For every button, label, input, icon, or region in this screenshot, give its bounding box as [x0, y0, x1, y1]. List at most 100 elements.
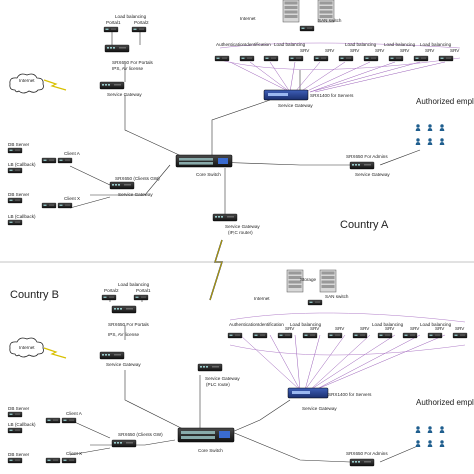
client-a-label: Client A: [64, 151, 81, 156]
row-label: Load balancing: [384, 42, 416, 47]
srv-label: SRV: [325, 48, 335, 53]
servers-gateway-icon: [263, 89, 309, 101]
client-a-icon: [57, 157, 73, 164]
servers-gateway-label: Service Gateway: [302, 406, 337, 411]
authorized-employees-label: Authorized employees: [416, 398, 474, 407]
srv-label: SRV: [285, 326, 295, 331]
srv-label: SRV: [360, 326, 370, 331]
san-switch-icon: [307, 299, 323, 306]
row-label: Authentication: [216, 42, 246, 47]
srv-label: SRV: [310, 326, 320, 331]
client-a-label: Client A: [66, 411, 83, 416]
client-x-icon: [61, 457, 77, 464]
row-label: Load balancing: [420, 322, 452, 327]
srv-label: SRV: [450, 48, 460, 53]
router-gateway-icon: [197, 363, 223, 372]
portals-device-label: SRX650 For Portals: [108, 322, 150, 327]
srv-label: SRV: [385, 326, 395, 331]
row-label: Load balancing: [420, 42, 452, 47]
san-switch-label: SAN switch: [318, 18, 342, 23]
client-x-label: Client X: [66, 451, 82, 456]
country-b-region: Country B Interne: [7, 269, 474, 467]
lb-callback-label: LB (Callback): [8, 214, 36, 219]
country-b-title: Country B: [10, 289, 59, 301]
portal-server-icon: [101, 294, 117, 301]
portals-gateway-label: Service Gateway: [107, 92, 142, 97]
load-balancer-icon: [111, 305, 137, 314]
portals-license-label: IPS, AV license: [108, 332, 140, 337]
lb-callback-icon: [7, 167, 23, 174]
srv-label: SRV: [425, 48, 435, 53]
row-label: Load balancing: [345, 42, 377, 47]
row-label: Authentication: [229, 322, 259, 327]
db-server-label: DB Server: [8, 142, 30, 147]
row-label: Load balancing: [274, 42, 306, 47]
country-a-server-row: [214, 55, 454, 62]
router-gateway-label: Service Gateway: [225, 224, 260, 229]
db-server-label: DB Server: [8, 452, 30, 457]
country-a-links: [69, 32, 421, 215]
router-sub-label: (IP,C router): [228, 230, 253, 235]
lb-callback-label: LB (Callback): [8, 162, 36, 167]
storage-label: Storage: [300, 277, 317, 282]
portal-server-icon: [103, 26, 119, 33]
load-balancer-icon: [104, 44, 130, 53]
client-x-label: Client X: [64, 196, 80, 201]
portals-gateway-icon: [99, 351, 125, 360]
core-switch-icon: [175, 154, 233, 168]
employees-icon: [415, 124, 445, 145]
client-a-icon: [41, 157, 57, 164]
clients-gateway-icon: [109, 181, 135, 190]
client-a-icon: [45, 417, 61, 424]
servers-device-label: SRX1400 for Servers: [310, 93, 354, 98]
clients-device-label: SRX650 (Clients GW): [118, 432, 163, 437]
admins-gateway-icon: [349, 458, 375, 467]
srv-label: SRV: [455, 326, 465, 331]
storage-rack-icon: [282, 0, 300, 23]
row-label: Identification: [258, 322, 284, 327]
admins-device-label: SRX650 For Admins: [346, 154, 388, 159]
portals-device-label: SRX650 For Portals: [112, 60, 154, 65]
row-label: Load balancing: [372, 322, 404, 327]
client-x-icon: [57, 202, 73, 209]
router-gateway-label: Service Gateway: [205, 376, 240, 381]
servers-device-label: SRX1400 for Servers: [328, 392, 372, 397]
lb-callback-icon: [7, 427, 23, 434]
srv-label: SRV: [300, 48, 310, 53]
load-balancing-label: Load balancing: [118, 282, 150, 287]
portal-server-icon: [133, 294, 149, 301]
portals-gateway-label: Service Gateway: [106, 362, 141, 367]
country-b-server-row: [227, 332, 468, 339]
portal-a-label: Portal2: [104, 288, 119, 293]
portal-a-label: Portal1: [106, 20, 121, 25]
client-a-icon: [61, 417, 77, 424]
router-sub-label: (PLC route): [206, 382, 230, 387]
portals-license-label: IPS, AV license: [112, 66, 144, 71]
row-label: Identification: [245, 42, 271, 47]
wan-link-icon: [43, 347, 67, 359]
internet-cloud-icon: [9, 73, 44, 94]
db-server-icon: [7, 411, 23, 418]
core-switch-label: Core Switch: [198, 448, 223, 453]
srv-label: SRV: [335, 326, 345, 331]
db-server-icon: [7, 147, 23, 154]
srv-label: SRV: [350, 48, 360, 53]
lb-callback-icon: [7, 219, 23, 226]
portal-b-label: Portal1: [136, 288, 151, 293]
portal-server-icon: [131, 26, 147, 33]
san-switch-icon: [299, 25, 315, 32]
servers-gateway-icon: [287, 387, 329, 399]
core-switch-icon: [177, 427, 235, 443]
db-server-icon: [7, 457, 23, 464]
db-server-label: DB Server: [8, 192, 30, 197]
clients-device-label: SRX650 (Clients GW): [115, 176, 160, 181]
load-balancing-label: Load balancing: [115, 14, 147, 19]
internet-label: Internet: [19, 78, 35, 83]
srv-label: SRV: [435, 326, 445, 331]
country-b-mesh: [229, 312, 466, 391]
wan-link-icon: [43, 79, 67, 91]
admins-gateway-label: Service Gateway: [355, 172, 390, 177]
clients-gateway-icon: [111, 439, 137, 448]
country-a-title: Country A: [340, 219, 389, 231]
